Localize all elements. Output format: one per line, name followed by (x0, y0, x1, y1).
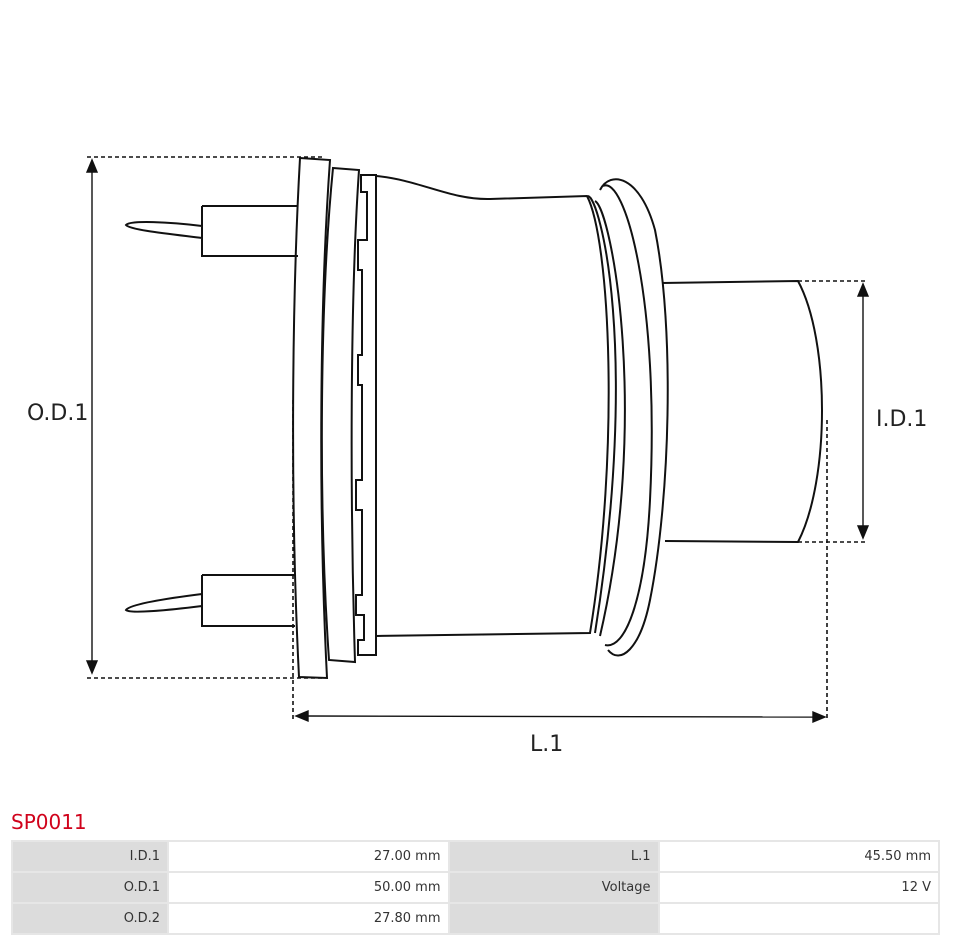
spec-value: 27.80 mm (169, 904, 448, 933)
terminal-top (124, 205, 298, 257)
spec-value (659, 904, 938, 933)
product-code: SP0011 (11, 810, 87, 834)
spec-table: I.D.1 27.00 mm L.1 45.50 mm O.D.1 50.00 … (11, 840, 940, 935)
od1-label: O.D.1 (27, 401, 88, 426)
collar (599, 178, 669, 657)
spec-value: 50.00 mm (169, 873, 448, 902)
spec-label (449, 904, 658, 933)
spec-label: I.D.1 (13, 842, 167, 871)
body (375, 175, 610, 637)
terminal-bottom (124, 574, 295, 627)
id1-label: I.D.1 (876, 407, 927, 432)
spec-value: 45.50 mm (659, 842, 938, 871)
l1-label: L.1 (530, 732, 563, 757)
sleeve (661, 279, 823, 544)
flange-inner (355, 174, 377, 656)
spec-label: O.D.2 (13, 904, 167, 933)
spec-label: Voltage (449, 873, 658, 902)
technical-drawing: O.D.1 I.D.1 L.1 (27, 156, 927, 757)
spec-value: 27.00 mm (169, 842, 448, 871)
flange-middle (320, 166, 361, 664)
table-row: O.D.1 50.00 mm Voltage 12 V (13, 873, 938, 902)
spec-label: O.D.1 (13, 873, 167, 902)
spec-label: L.1 (449, 842, 658, 871)
spec-value: 12 V (659, 873, 938, 902)
table-row: I.D.1 27.00 mm L.1 45.50 mm (13, 842, 938, 871)
table-row: O.D.2 27.80 mm (13, 904, 938, 933)
flange-outer (292, 156, 332, 680)
